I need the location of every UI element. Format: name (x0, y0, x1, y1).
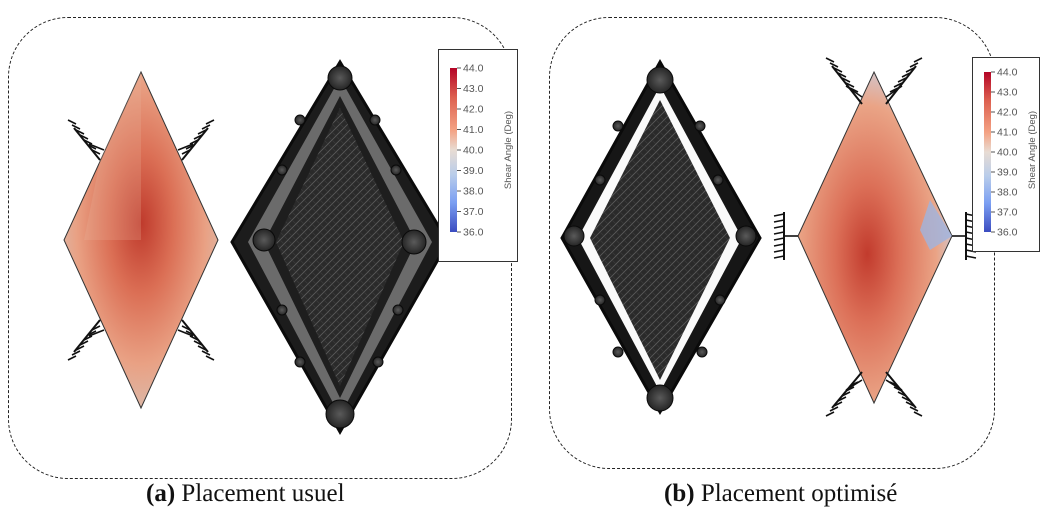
sheet-b (797, 70, 953, 405)
clamp-a-bottom-right (177, 319, 215, 361)
colorbar-b-tick-label: 43.0 (997, 87, 1018, 99)
clamp-b-bottom-left (825, 371, 863, 417)
colorbar-a-tick-label: 41.0 (463, 124, 484, 136)
colorbar-a-tick-label: 39.0 (463, 165, 484, 177)
colorbar-b-tick-label: 37.0 (997, 207, 1018, 219)
clamp-b-left (773, 212, 798, 260)
clamp-a-bottom-left (67, 319, 105, 361)
clamp-b-top-right (885, 57, 923, 105)
colorbar-b-tick-label: 42.0 (997, 107, 1018, 119)
colorbar-b-tick-label: 44.0 (997, 67, 1018, 79)
colorbar-b-tick-label: 40.0 (997, 147, 1018, 159)
clamp-b-top-left (825, 57, 863, 105)
colorbar-b-tick-label: 38.0 (997, 187, 1018, 199)
sheet-a (63, 70, 219, 410)
colorbar-b-tick-label: 39.0 (997, 167, 1018, 179)
colorbar-b-tick-label: 41.0 (997, 127, 1018, 139)
clamp-b-right (952, 212, 977, 260)
colorbar-b (984, 72, 991, 232)
panel-b-frame (549, 17, 995, 469)
colorbar-legend-a: 44.0 43.0 42.0 41.0 40.0 39.0 38.0 37.0 36.0 She… (438, 49, 518, 262)
colorbar-a-tick-label: 37.0 (463, 206, 484, 218)
colorbar-legend-b: 44.0 43.0 42.0 41.0 40.0 39.0 38.0 37.0 36.0 She… (972, 57, 1040, 252)
colorbar-a-tick-label: 44.0 (463, 63, 484, 75)
photo-specimen-b (560, 58, 762, 416)
colorbar-a-tick-label: 38.0 (463, 186, 484, 198)
clamp-a-top-left (67, 119, 105, 161)
caption-a-tag: (a) (146, 480, 176, 507)
colorbar-a-tick-label: 43.0 (463, 83, 484, 95)
photo-specimen-a (230, 59, 450, 436)
colorbar-b-tick-label: 36.0 (997, 227, 1018, 239)
caption-b-tag: (b) (664, 480, 695, 507)
colorbar-a (450, 68, 457, 232)
clamp-b-bottom-right (885, 371, 923, 417)
caption-b: (b) Placement optimisé (664, 480, 897, 508)
caption-b-text: Placement optimisé (700, 480, 898, 507)
colorbar-a-tick-label: 36.0 (463, 227, 484, 239)
colorbar-a-tick-label: 42.0 (463, 104, 484, 116)
colorbar-a-title: Shear Angle (Deg) (503, 111, 514, 189)
colorbar-a-tick-label: 40.0 (463, 145, 484, 157)
colorbar-b-title: Shear Angle (Deg) (1027, 111, 1038, 189)
caption-a-text: Placement usuel (181, 480, 345, 507)
clamp-a-top-right (177, 119, 215, 161)
caption-a: (a) Placement usuel (146, 480, 345, 508)
